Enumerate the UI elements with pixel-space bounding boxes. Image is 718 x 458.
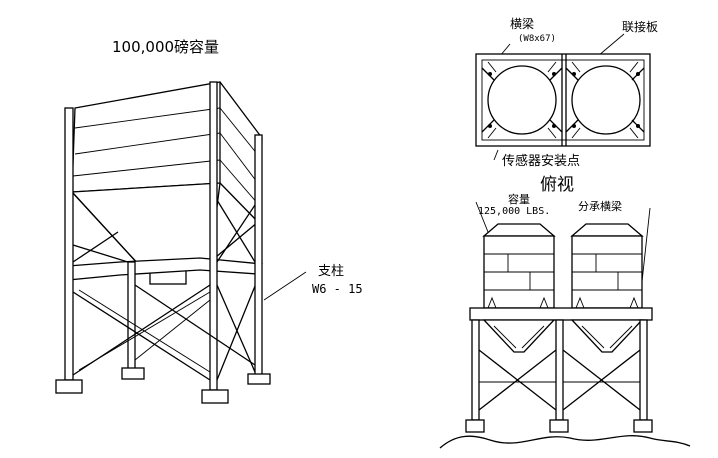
elevation-view-drawing: 容量 125,000 LBS. 分承横梁 — [439, 192, 691, 449]
right-bin — [570, 223, 644, 309]
sensor-points — [488, 72, 640, 128]
beam-spec: (W8x67) — [518, 34, 556, 44]
column-callout: 支柱 W6 - 15 — [263, 264, 363, 301]
isometric-silo-drawing: 100,000磅容量 — [55, 38, 363, 404]
elevation-legs — [465, 319, 653, 433]
cross-bracing — [72, 199, 256, 381]
left-bin — [482, 223, 556, 309]
column-spec: W6 - 15 — [312, 282, 363, 296]
column-label: 支柱 — [318, 264, 344, 279]
ground-line — [439, 435, 691, 449]
beam-label: 横梁 — [510, 16, 534, 31]
capacity-label: 容量 — [508, 192, 530, 206]
capacity-title: 100,000磅容量 — [112, 38, 219, 56]
capacity-value: 125,000 LBS. — [478, 206, 550, 217]
plate-label: 联接板 — [622, 19, 658, 34]
view-label: 俯视 — [540, 175, 574, 195]
plan-view-drawing: 横梁 (W8x67) 联接板 — [475, 16, 658, 195]
sensor-label: 传感器安装点 — [502, 153, 580, 169]
support-columns — [55, 81, 271, 404]
distribution-label: 分承横梁 — [578, 199, 622, 213]
load-cell-marks — [487, 296, 639, 309]
